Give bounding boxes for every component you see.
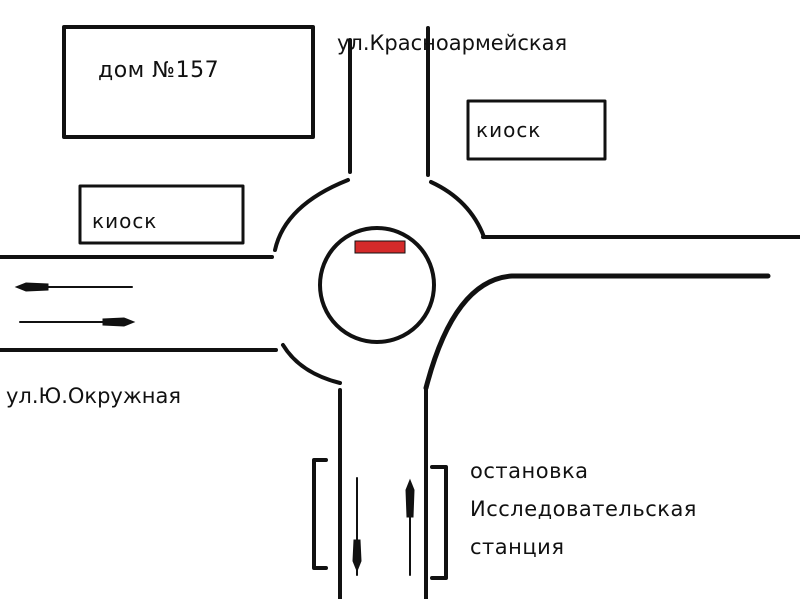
corner-curve-northeast bbox=[429, 180, 486, 239]
kiosk-left-label: киоск bbox=[92, 209, 158, 233]
street-name-north: ул.Красноармейская bbox=[337, 31, 568, 55]
kiosk-right-outline bbox=[466, 99, 607, 161]
arrowhead-west-lower-icon bbox=[102, 317, 136, 327]
red-marker bbox=[354, 240, 406, 254]
corner-curve-northwest bbox=[273, 178, 350, 252]
bus-stop-label-line2: Исследовательская bbox=[470, 497, 697, 521]
bus-stop-label-line3: станция bbox=[470, 535, 565, 559]
house-157-label: дом №157 bbox=[98, 58, 220, 83]
bus-stop-bracket-left bbox=[312, 458, 328, 570]
bus-stop-label-line1: остановка bbox=[470, 459, 589, 483]
bus-stop-bracket-right bbox=[430, 465, 448, 580]
roundabout-island bbox=[318, 226, 436, 344]
east-road-bottom-edge bbox=[423, 273, 771, 391]
kiosk-right-label: киоск bbox=[476, 118, 542, 142]
arrowhead-west-upper-icon bbox=[14, 282, 49, 292]
arrowhead-south-left-icon bbox=[352, 539, 362, 573]
kiosk-left-outline bbox=[78, 184, 245, 245]
corner-curve-southwest bbox=[281, 343, 342, 385]
house-157-outline bbox=[62, 25, 315, 139]
arrowhead-south-right-icon bbox=[405, 478, 415, 518]
street-name-west: ул.Ю.Окружная bbox=[6, 384, 181, 408]
